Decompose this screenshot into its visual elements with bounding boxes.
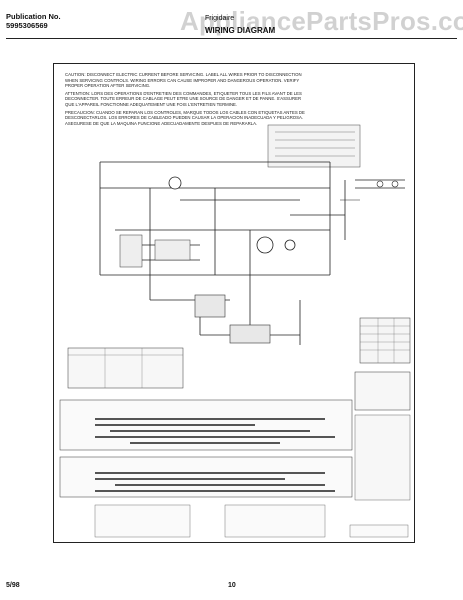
diagram-frame — [53, 63, 415, 543]
notes-block-left — [94, 504, 191, 538]
lid-switch — [229, 324, 271, 344]
page-number: 10 — [228, 582, 236, 589]
caution-notice: CAUTION: DISCONNECT ELECTRIC CURRENT BEF… — [65, 72, 305, 128]
legend-table-grid — [68, 348, 183, 388]
notes-block-center — [224, 504, 326, 538]
publication-label: Publication No. — [6, 12, 61, 21]
publication-number: 5995306569 — [6, 21, 48, 30]
motor-symbol — [168, 176, 182, 190]
symbol-legend-table — [354, 371, 411, 411]
caution-english: CAUTION: DISCONNECT ELECTRIC CURRENT BEF… — [65, 72, 302, 89]
selector-switch — [119, 234, 143, 268]
timer-block — [267, 124, 361, 168]
timer-contact-rows — [275, 131, 355, 157]
page-title: WIRING DIAGRAM — [205, 26, 276, 35]
pressure-switch-symbol — [284, 239, 296, 251]
notes-block-right — [349, 524, 409, 538]
publication-block: Publication No. 5995306569 — [6, 12, 61, 30]
switch-chart-table — [359, 317, 411, 364]
right-side-components — [340, 180, 399, 201]
footer-date: 5/98 — [6, 582, 20, 589]
timer-chart-lower-bars — [95, 472, 335, 492]
timer-chart-upper-bars — [95, 418, 335, 444]
header-rule — [6, 38, 457, 39]
switch-chart-grid — [360, 318, 410, 363]
timer-motor-symbol — [256, 236, 274, 254]
notes-strip — [354, 414, 411, 501]
terminal-block — [154, 239, 191, 261]
legend-table — [67, 347, 184, 389]
caution-french: ATTENTION: LORS DES OPERATIONS D'ENTRETI… — [65, 90, 302, 107]
wiring-lines — [99, 161, 405, 345]
water-valve — [194, 294, 226, 318]
caution-spanish: PRECAUCION: CUANDO SE REPARAN LOS CONTRO… — [65, 109, 305, 126]
brand-name: Frigidaire — [205, 15, 235, 22]
watermark: AppliancePartsPros.com — [180, 6, 463, 36]
